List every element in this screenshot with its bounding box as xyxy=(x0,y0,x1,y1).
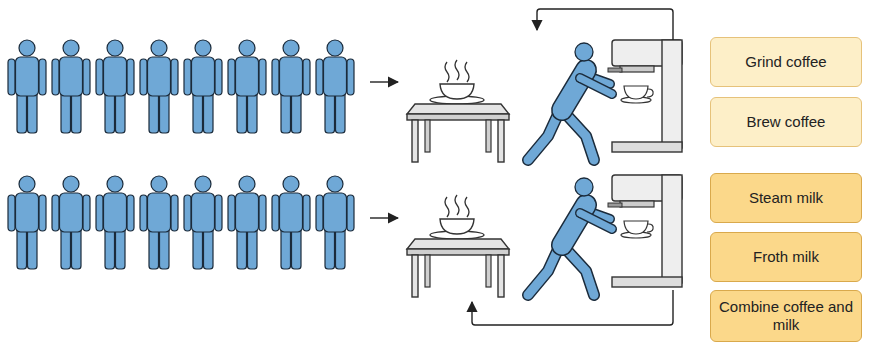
task-label: Steam milk xyxy=(749,189,823,207)
task-label: Combine coffee and milk xyxy=(719,298,853,334)
serving-table xyxy=(407,195,509,297)
customer-figure xyxy=(52,176,90,269)
customer-figure xyxy=(272,176,310,269)
customer-figure xyxy=(228,40,266,133)
customer-figure xyxy=(140,176,178,269)
return-arrow xyxy=(472,290,673,325)
customer-figure xyxy=(316,40,354,133)
barista-at-machine xyxy=(528,40,682,160)
task-box: Brew coffee xyxy=(710,97,862,147)
customer-figure xyxy=(96,176,134,269)
task-box: Grind coffee xyxy=(710,37,862,87)
customer-figure xyxy=(228,176,266,269)
task-box: Steam milk xyxy=(710,173,862,223)
serving-table xyxy=(407,60,509,162)
return-arrow xyxy=(537,9,673,40)
customer-figure xyxy=(52,40,90,133)
customer-figure xyxy=(8,40,46,133)
task-label: Brew coffee xyxy=(747,113,826,131)
customer-figure xyxy=(140,40,178,133)
task-label: Froth milk xyxy=(753,248,819,266)
task-label: Grind coffee xyxy=(745,53,826,71)
customer-figure xyxy=(316,176,354,269)
customer-figure xyxy=(272,40,310,133)
customer-figure xyxy=(184,176,222,269)
barista-at-machine xyxy=(528,175,682,295)
queue-arrow xyxy=(370,217,398,218)
task-box: Froth milk xyxy=(710,232,862,282)
task-box: Combine coffee and milk xyxy=(710,290,862,342)
customer-figure xyxy=(184,40,222,133)
customer-figure xyxy=(8,176,46,269)
queue-arrow xyxy=(370,81,398,82)
customer-figure xyxy=(96,40,134,133)
